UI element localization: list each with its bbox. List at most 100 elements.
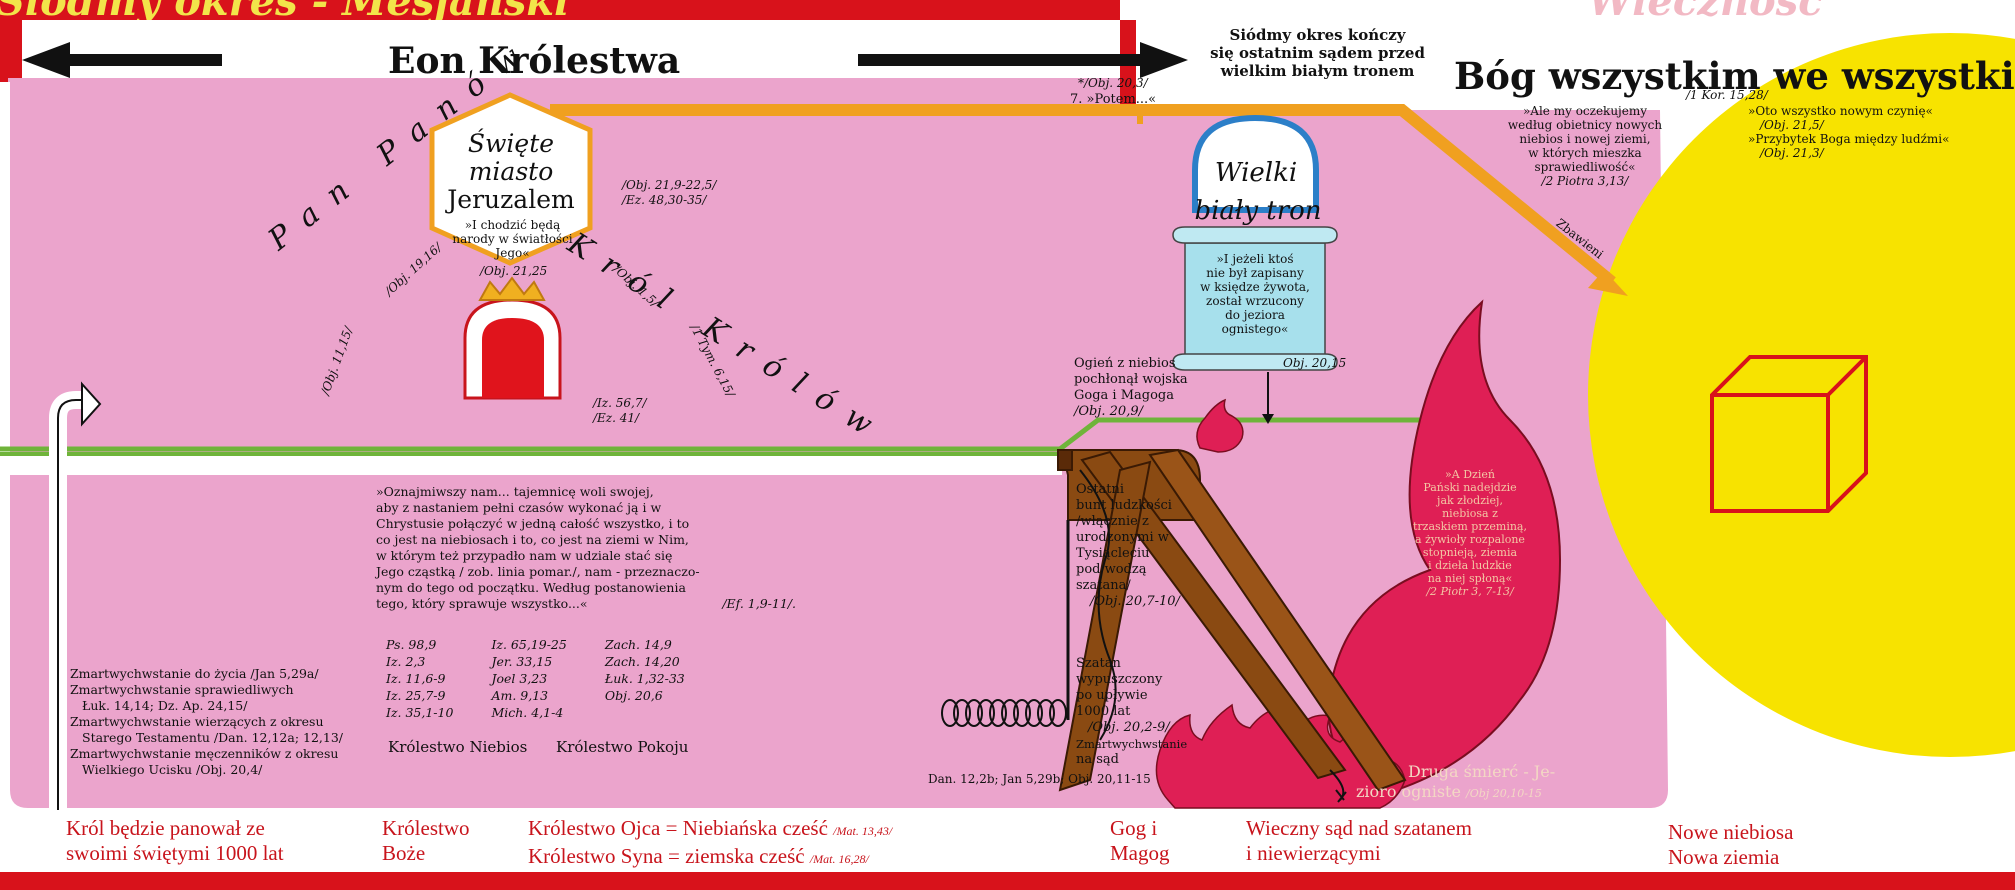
city-title: Święte miasto Jeruzalem (440, 130, 582, 214)
quote-line: a żywioły rozpalone (1415, 533, 1525, 546)
scroll-line: w księdze żywota, (1200, 280, 1310, 294)
kingdom-peace-label: Królestwo Pokoju (556, 738, 689, 756)
note-line: pod wodzą (1076, 562, 1147, 577)
ref-obj-20-3: */Obj. 20,3/ (1078, 76, 1148, 90)
note-line: 1000 lat (1076, 704, 1131, 719)
eternity-heading-ref: /1 Kor. 15,28/ (1686, 88, 1768, 102)
ref-line: /Ez. 41/ (593, 411, 640, 425)
orange-saved-path (550, 104, 1616, 287)
scroll-line: do jeziora (1225, 308, 1285, 322)
caption-gog: Gog i Magog (1110, 816, 1170, 866)
ephesians-quote: »Oznajmiwszy nam... tajemnicę woli swoje… (376, 484, 796, 612)
note-line: szatana/ (1076, 578, 1131, 593)
quote-new-heavens: »Ale my oczekujemy według obietnicy nowy… (1470, 104, 1700, 188)
throne-dome-icon (1192, 114, 1319, 213)
caption-ref: /Mat. 13,43/ (833, 824, 893, 838)
quote-line-text: tego, który sprawuje wszystko...« (376, 596, 588, 611)
fire-big (1327, 299, 1562, 797)
gate-icon (463, 276, 562, 400)
kingdom-heaven-label: Królestwo Niebios (388, 738, 528, 756)
quote-line: »Oznajmiwszy nam... tajemnicę woli swoje… (376, 484, 654, 499)
scroll-text: »I jeżeli ktoś nie był zapisany w księdz… (1190, 252, 1320, 336)
caption-kingdoms: Królestwo Ojca = Niebiańska cześć /Mat. … (528, 816, 892, 872)
note-line: pochłonął wojska (1074, 372, 1188, 387)
quote-line: i dzieła ludzkie (1428, 559, 1512, 572)
note-line: Goga i Magoga (1074, 388, 1174, 403)
white-timeline (0, 455, 1062, 475)
list-item: Zmartwychwstanie sprawiedliwych (70, 682, 294, 697)
quote-line: tego, który sprawuje wszystko...« /Ef. 1… (376, 596, 796, 612)
scroll-ref: Obj. 20,15 (1283, 356, 1347, 370)
satan-release-note: Szatan wypuszczony po upływie 1000 lat /… (1076, 656, 1187, 768)
quote-line: w których mieszka (1528, 146, 1642, 160)
left-arrow-icon (22, 42, 222, 78)
potem-label: 7. »Potem...« (1070, 92, 1157, 107)
quote-line: jak złodziej, (1437, 494, 1503, 507)
city-title-line: Święte (467, 129, 555, 158)
caption-god-kingdom: Królestwo Boże (382, 816, 470, 866)
rebellion-note: Ostatni bunt ludzkości /włącznie z urodz… (1076, 482, 1180, 610)
satan-release-refs: Dan. 12,2b; Jan 5,29b; Obj. 20,11-15 (928, 772, 1151, 786)
scroll-line: ognistego« (1221, 322, 1289, 336)
caption-text: Królestwo Ojca = Niebiańska cześć (528, 816, 828, 840)
ref-cell: Łuk. 1,32-33 (604, 671, 685, 686)
note-line: wypuszczony (1076, 672, 1163, 687)
quote-line: /2 Piotra 3,13/ (1541, 174, 1629, 188)
wooden-beams (1057, 448, 1407, 792)
ref-cell: Iz. 25,7-9 (386, 688, 446, 703)
caption-line: Królestwo Ojca = Niebiańska cześć /Mat. … (528, 816, 892, 844)
ref-line: /Ez. 48,30-35/ (622, 193, 707, 207)
quote-line: »I chodzić będą (464, 218, 561, 232)
list-item: Łuk. 14,14; Dz. Ap. 24,15/ (82, 698, 248, 713)
quote-line: trzaskiem przeminą, (1413, 520, 1527, 533)
note-line: Tysiącleciu (1076, 546, 1150, 561)
title-wiecznosc: Wieczność (1588, 0, 1823, 25)
note-line: /Obj. 20,2-9/ (1088, 720, 1170, 735)
city-title-line: miasto (468, 157, 554, 186)
caption-line: swoimi świętymi 1000 lat (66, 841, 284, 865)
city-hexagon (429, 92, 593, 266)
right-arrow-icon (858, 42, 1188, 78)
note-line: Ostatni (1076, 482, 1125, 497)
ref-cell: Ps. 98,9 (386, 637, 437, 652)
note-line-2: się ostatnim sądem przed (1210, 44, 1425, 62)
note-line: Zmartwychwstanie (1076, 737, 1188, 751)
label-line: Druga śmierć - Je- (1408, 762, 1556, 781)
ref-line: /Iz. 56,7/ (593, 396, 647, 410)
ref-cell: Obj. 20,6 (604, 688, 663, 703)
ref-cell: Iz. 35,1-10 (386, 705, 454, 720)
label-ref: /Obj 20,10-15 (1466, 787, 1542, 800)
scroll-line: nie był zapisany (1206, 266, 1304, 280)
caption-line: Królestwo Syna = ziemska cześć /Mat. 16,… (528, 844, 892, 872)
ref-cell: Mich. 4,1-4 (491, 705, 564, 720)
ref-line: /Obj. 21,9-22,5/ (622, 178, 717, 192)
note-line: /Obj. 20,9/ (1074, 404, 1143, 419)
quote-line: Pański nadejdzie (1423, 481, 1517, 494)
quote-line: według obietnicy nowych (1507, 118, 1663, 132)
quote-line: /Obj. 21,5/ (1760, 118, 1824, 132)
scroll-icon (1172, 226, 1338, 371)
ref-cell: Am. 9,13 (491, 688, 549, 703)
scroll-line: został wrzucony (1206, 294, 1304, 308)
note-line: na sąd (1076, 752, 1119, 767)
quote-line: narody w światłości (452, 232, 573, 246)
city-ref-right: /Obj. 21,9-22,5/ /Ez. 48,30-35/ (622, 178, 716, 208)
refs-column: Ps. 98,9 Iz. 2,3 Iz. 11,6-9 Iz. 25,7-9 I… (386, 636, 453, 721)
caption-text: Królestwo Syna = ziemska cześć (528, 844, 805, 868)
quote-line: »Przybytek Boga między ludźmi« (1748, 132, 1950, 146)
ref-cell: Iz. 2,3 (386, 654, 426, 669)
quote-line: /Obj. 21,3/ (1760, 146, 1824, 160)
caption-line: Królestwo (382, 816, 470, 840)
orange-arrow-head (1588, 270, 1628, 296)
seventh-period-note: Siódmy okres kończy się ostatnim sądem p… (1200, 26, 1435, 80)
day-of-lord-quote: »A Dzień Pański nadejdzie jak złodziej, … (1388, 468, 1552, 598)
eon-title: Eon Królestwa (388, 40, 681, 82)
scroll-line: »I jeżeli ktoś (1216, 252, 1294, 266)
ref-cell: Joel 3,23 (491, 671, 548, 686)
ref-cell: Zach. 14,9 (604, 637, 672, 652)
caption-line: i niewierzącymi (1246, 841, 1381, 865)
quote-line: »Oto wszystko nowym czynię« (1748, 104, 1933, 118)
quote-line: na niej spłoną« (1427, 572, 1513, 585)
curved-arrow-icon (81, 381, 102, 427)
quote-line: Jego cząstką / zob. linia pomar./, nam -… (376, 564, 700, 579)
